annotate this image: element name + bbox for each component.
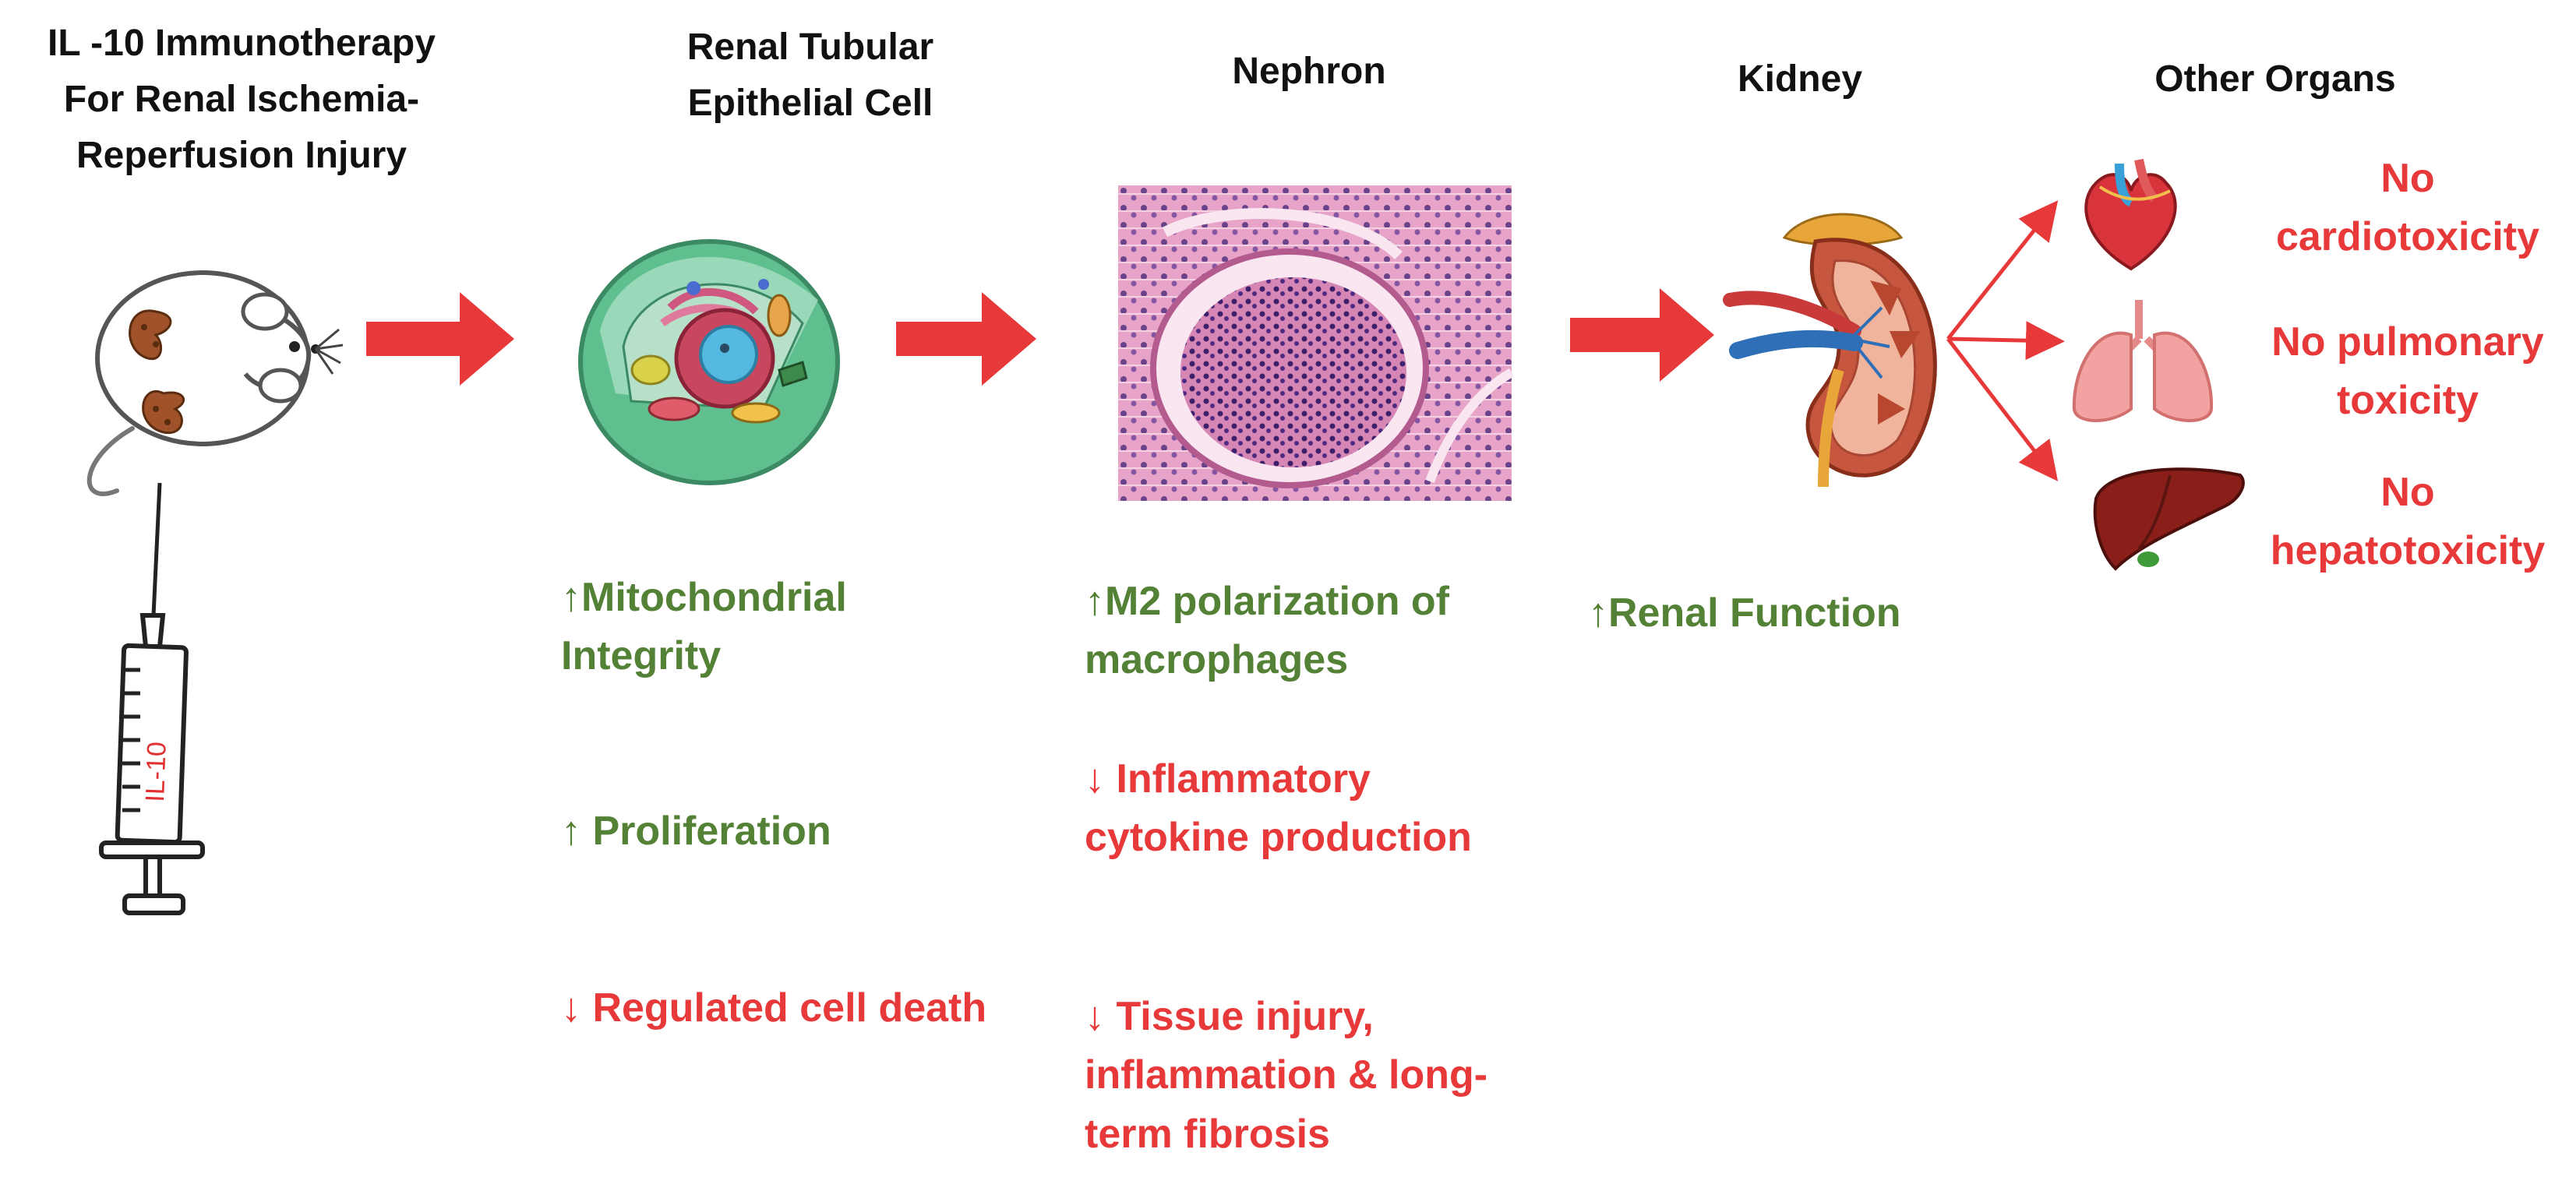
therapy-title-line-2: For Renal Ischemia-	[63, 79, 420, 120]
organ-effect-lungs-line-1: No pulmonary	[2271, 319, 2544, 365]
organs-title: Other Organs	[2104, 51, 2447, 107]
kidney-icon	[1723, 213, 1937, 488]
nephron-effect-m2-polarization: ↑M2 polarization of macrophages	[1085, 573, 1449, 690]
cell-effect-3-line-1: Regulated cell death	[581, 985, 987, 1031]
nephron-effect-1-line-2: macrophages	[1085, 637, 1349, 683]
cell-title-line-2: Epithelial Cell	[687, 83, 933, 124]
nephron-title: Nephron	[1153, 44, 1465, 100]
organs-title-text: Other Organs	[2154, 58, 2396, 100]
organ-effect-lungs-line-2: toxicity	[2336, 378, 2479, 424]
up-arrow-icon: ↑	[1588, 590, 1608, 636]
animal-cell-icon	[578, 239, 840, 485]
kidney-title: Kidney	[1675, 51, 1925, 107]
cell-effect-1-line-1: Mitochondrial	[581, 575, 847, 620]
down-arrow-icon: ↓	[1085, 756, 1105, 802]
organ-effect-liver: No hepatotoxicity	[2236, 463, 2576, 581]
up-arrow-icon: ↑	[1085, 579, 1105, 624]
lungs-icon	[2072, 300, 2214, 422]
syringe-label: IL-10	[140, 742, 172, 803]
nephron-effect-1-line-1: M2 polarization of	[1105, 579, 1449, 624]
therapy-title-line-1: IL -10 Immunotherapy	[48, 23, 436, 64]
nephron-effect-2-line-2: cytokine production	[1085, 815, 1472, 861]
organ-effect-heart: No cardiotoxicity	[2236, 150, 2576, 267]
organ-effect-liver-line-1: No	[2380, 470, 2435, 515]
organ-branch-arrows	[1946, 200, 2065, 481]
cell-effect-regulated-cell-death: ↓ Regulated cell death	[561, 979, 986, 1038]
syringe-icon: IL-10	[99, 482, 205, 915]
nephron-effect-inflammatory-cytokine: ↓ Inflammatory cytokine production	[1085, 750, 1472, 868]
heart-icon	[2084, 158, 2177, 271]
mouse-icon	[86, 270, 344, 496]
organ-effect-liver-line-2: hepatotoxicity	[2270, 528, 2546, 574]
organ-effect-heart-line-1: No	[2380, 156, 2435, 201]
liver-icon	[2093, 467, 2245, 571]
organ-effect-lungs: No pulmonary toxicity	[2236, 313, 2576, 431]
arrow-cell-to-nephron	[896, 292, 1036, 386]
therapy-title: IL -10 Immunotherapy For Renal Ischemia-…	[16, 16, 468, 184]
up-arrow-icon: ↑	[561, 809, 581, 854]
up-arrow-icon: ↑	[561, 575, 581, 620]
down-arrow-icon: ↓	[1085, 994, 1105, 1039]
cell-title-line-1: Renal Tubular	[686, 26, 934, 68]
cell-title: Renal Tubular Epithelial Cell	[623, 19, 997, 132]
arrow-therapy-to-cell	[366, 292, 514, 386]
arrow-nephron-to-kidney	[1570, 288, 1714, 382]
cell-effect-mitochondrial-integrity: ↑Mitochondrial Integrity	[561, 569, 847, 686]
histology-image-icon	[1118, 185, 1515, 501]
down-arrow-icon: ↓	[561, 985, 581, 1031]
nephron-effect-3-line-3: term fibrosis	[1085, 1111, 1330, 1157]
cell-effect-2-line-1: Proliferation	[581, 809, 831, 854]
kidney-effect-1-line-1: Renal Function	[1608, 590, 1901, 636]
nephron-effect-3-line-1: Tissue injury,	[1105, 994, 1374, 1039]
organ-effect-heart-line-2: cardiotoxicity	[2275, 214, 2540, 260]
kidney-effect-renal-function: ↑Renal Function	[1588, 584, 1901, 643]
kidney-title-text: Kidney	[1737, 58, 1863, 100]
cell-effect-proliferation: ↑ Proliferation	[561, 802, 831, 861]
therapy-title-line-3: Reperfusion Injury	[76, 135, 408, 176]
nephron-effect-tissue-injury: ↓ Tissue injury, inflammation & long- te…	[1085, 988, 1487, 1164]
nephron-effect-3-line-2: inflammation & long-	[1085, 1052, 1488, 1098]
cell-effect-1-line-2: Integrity	[561, 633, 722, 679]
nephron-title-text: Nephron	[1232, 51, 1386, 92]
nephron-effect-2-line-1: Inflammatory	[1105, 756, 1371, 802]
